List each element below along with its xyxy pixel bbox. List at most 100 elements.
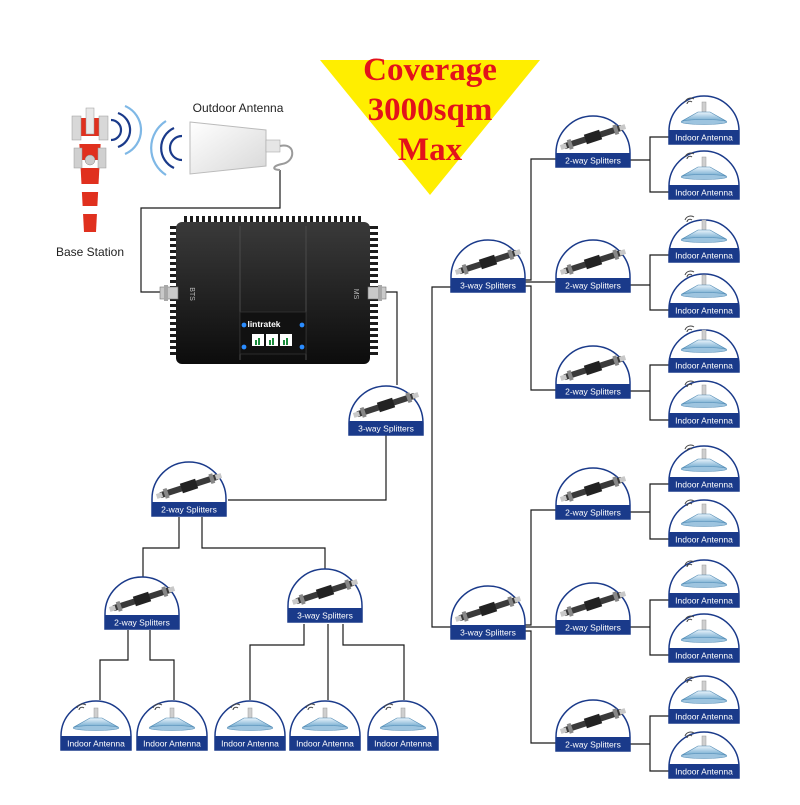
splitter-icon	[454, 596, 522, 622]
indoor-antenna-16: Indoor Antenna	[289, 700, 361, 751]
indoor-antenna-6-label: Indoor Antenna	[675, 416, 733, 426]
indoor-antenna-7: Indoor Antenna	[668, 444, 740, 492]
splitter-icon	[454, 249, 522, 275]
bts-port-label: BTS	[188, 287, 195, 301]
cable-bottom-left-2way	[99, 630, 175, 700]
signal-booster: lintratek BTS MS	[159, 216, 387, 364]
splitter-2way-left: 2-way Splitters	[151, 461, 227, 517]
indoor-antenna-icon	[680, 325, 728, 353]
indoor-antenna-8-label: Indoor Antenna	[675, 535, 733, 545]
title-line-1: Coverage	[363, 52, 497, 88]
status-led	[299, 322, 305, 328]
splitter-2way-r3-label: 2-way Splitters	[565, 387, 621, 397]
indoor-antenna-10-label: Indoor Antenna	[675, 651, 733, 661]
panel-antenna-icon	[189, 121, 294, 175]
indoor-antenna-icon	[680, 560, 728, 588]
indoor-antenna-13-label: Indoor Antenna	[67, 739, 125, 749]
splitter-icon	[291, 579, 359, 605]
status-led	[241, 322, 247, 328]
booster-brand: lintratek	[247, 319, 280, 329]
indoor-antenna-1-label: Indoor Antenna	[675, 133, 733, 143]
indoor-antenna-17-label: Indoor Antenna	[374, 739, 432, 749]
splitter-icon	[108, 586, 176, 612]
booster-body	[176, 222, 370, 364]
splitter-2way-r5: 2-way Splitters	[555, 582, 631, 635]
splitter-2way-r2-label: 2-way Splitters	[565, 281, 621, 291]
indoor-antenna-9: Indoor Antenna	[668, 559, 740, 608]
cable-main-splitter-left	[228, 435, 387, 501]
banner-triangle	[320, 60, 540, 195]
indoor-antenna-icon	[680, 215, 728, 243]
splitter-3way-upper: 3-way Splitters	[450, 239, 526, 293]
cable-booster-to-splitter	[383, 291, 398, 385]
splitter-icon	[352, 392, 420, 418]
bts-connector	[159, 285, 179, 301]
indoor-antenna-4-label: Indoor Antenna	[675, 306, 733, 316]
cable-branch	[630, 715, 669, 772]
indoor-antenna-5-label: Indoor Antenna	[675, 361, 733, 371]
cable-network	[99, 136, 669, 772]
coverage-banner: Coverage 3000sqm Max	[320, 52, 540, 195]
indoor-antenna-2-label: Indoor Antenna	[675, 188, 733, 198]
splitter-2way-bottom-left: 2-way Splitters	[104, 576, 180, 630]
splitter-2way-r1-label: 2-way Splitters	[565, 156, 621, 166]
splitter-icon	[559, 355, 627, 381]
splitter-icon	[559, 708, 627, 734]
indoor-antenna-icon	[680, 676, 728, 704]
splitter-3way-lower-label: 3-way Splitters	[460, 628, 516, 638]
indoor-antenna-12: Indoor Antenna	[668, 731, 740, 779]
indoor-antenna-icon	[680, 444, 728, 472]
signal-waves-icon	[150, 120, 183, 176]
cable-branch	[630, 483, 669, 540]
splitter-icon	[559, 591, 627, 617]
indoor-antenna-icon	[680, 152, 728, 180]
indoor-antenna-15-label: Indoor Antenna	[221, 739, 279, 749]
cable-bottom-3way	[249, 624, 405, 700]
indoor-antenna-6: Indoor Antenna	[668, 380, 740, 428]
indoor-antenna-12-label: Indoor Antenna	[675, 767, 733, 777]
splitter-2way-left-label: 2-way Splitters	[161, 505, 217, 515]
signal-bars-display	[252, 334, 292, 346]
splitter-3way-bottom: 3-way Splitters	[287, 568, 363, 623]
indoor-antenna-icon	[226, 703, 274, 731]
indoor-antenna-icon	[148, 703, 196, 731]
indoor-antenna-10: Indoor Antenna	[668, 613, 740, 663]
status-led	[241, 344, 247, 350]
cable-lower-3way	[521, 509, 556, 744]
cable-branch	[630, 254, 669, 311]
splitter-3way-bottom-label: 3-way Splitters	[297, 611, 353, 621]
cable-left-2way	[142, 517, 326, 580]
splitter-2way-r4-label: 2-way Splitters	[565, 508, 621, 518]
ms-connector	[367, 285, 387, 301]
cable-splitter-to-indoor	[630, 136, 669, 772]
indoor-antenna-icon	[301, 703, 349, 731]
booster-display-panel	[239, 311, 307, 355]
indoor-antenna-7-label: Indoor Antenna	[675, 480, 733, 490]
indoor-antenna-icon	[680, 731, 728, 759]
base-station: Base Station	[56, 104, 143, 259]
splitter-icon	[155, 473, 223, 499]
indoor-antenna-15: Indoor Antenna	[214, 700, 286, 751]
cable-branch	[630, 599, 669, 656]
indoor-antenna-5: Indoor Antenna	[668, 325, 740, 373]
title-line-2: 3000sqm	[368, 92, 493, 128]
splitter-2way-bottom-left-label: 2-way Splitters	[114, 618, 170, 628]
indoor-antenna-11-label: Indoor Antenna	[675, 712, 733, 722]
cable-branch	[630, 364, 669, 421]
splitter-2way-r6: 2-way Splitters	[555, 699, 631, 752]
indoor-antenna-3-label: Indoor Antenna	[675, 251, 733, 261]
splitters: 3-way Splitters 2-way Splitters 3-way Spli…	[104, 115, 631, 752]
indoor-antenna-8: Indoor Antenna	[668, 499, 740, 547]
indoor-antenna-16-label: Indoor Antenna	[296, 739, 354, 749]
splitter-3way-main-label: 3-way Splitters	[358, 424, 414, 434]
cable-upper-3way	[521, 158, 556, 391]
status-led	[299, 344, 305, 350]
indoor-antenna-4: Indoor Antenna	[668, 270, 740, 318]
splitter-2way-r3: 2-way Splitters	[555, 345, 631, 399]
title-line-3: Max	[398, 132, 463, 168]
tower-icon	[71, 107, 109, 232]
splitter-2way-r6-label: 2-way Splitters	[565, 740, 621, 750]
